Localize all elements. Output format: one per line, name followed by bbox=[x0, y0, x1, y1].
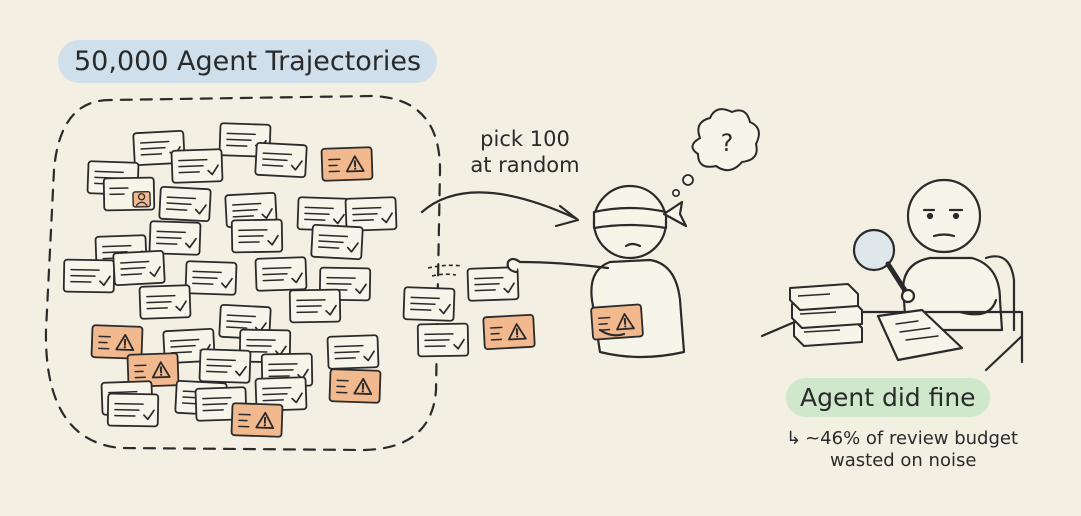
blindfold-knot bbox=[662, 200, 688, 228]
checkmark-icon bbox=[234, 365, 247, 377]
checkmark-icon bbox=[438, 303, 451, 315]
waste-note-line2: wasted on noise bbox=[830, 450, 977, 471]
trajectory-card bbox=[170, 148, 224, 184]
flagged-trajectory-card bbox=[230, 402, 284, 438]
reviewer-head bbox=[906, 178, 982, 254]
trajectory-card bbox=[230, 218, 284, 254]
thought-bubble: ? bbox=[671, 108, 760, 198]
trajectory-card-pile bbox=[62, 122, 398, 438]
sampling-label-line2: at random bbox=[470, 153, 580, 177]
sampling-label: pick 100 at random bbox=[460, 126, 590, 178]
reviewer-arm bbox=[958, 298, 998, 316]
checkmark-icon bbox=[194, 204, 207, 215]
checkmark-icon bbox=[381, 212, 393, 224]
trajectory-card bbox=[106, 392, 160, 428]
checkmark-icon bbox=[261, 208, 273, 220]
trajectory-card bbox=[344, 196, 398, 232]
waste-note-line1: ~46% of review budget bbox=[805, 428, 1019, 449]
checkmark-icon bbox=[363, 350, 375, 362]
trajectory-card bbox=[310, 223, 364, 261]
chair-back bbox=[984, 255, 1016, 332]
book-stack bbox=[789, 283, 863, 347]
trajectory-card bbox=[254, 141, 308, 179]
flagged-trajectory-card bbox=[90, 324, 144, 360]
checkmark-icon bbox=[453, 338, 465, 350]
trajectory-card bbox=[198, 348, 252, 384]
flagged-trajectory-card bbox=[328, 368, 382, 404]
reviewer-scene bbox=[760, 178, 1024, 372]
checkmark-icon bbox=[291, 272, 303, 284]
curved-arrow-icon: ↳ bbox=[786, 428, 802, 449]
trajectory-card bbox=[62, 258, 116, 294]
flagged-trajectory-card bbox=[320, 146, 374, 182]
question-mark: ? bbox=[721, 129, 734, 157]
checkmark-icon bbox=[99, 275, 111, 287]
checkmark-icon bbox=[149, 266, 161, 278]
trajectory-card bbox=[148, 220, 202, 256]
magnifying-glass-icon bbox=[852, 228, 916, 304]
checkmark-icon bbox=[346, 242, 359, 253]
checkmark-icon bbox=[503, 282, 515, 294]
picker-hand-holding bbox=[598, 328, 626, 337]
checkmark-icon bbox=[175, 300, 187, 312]
checkmark-icon bbox=[267, 234, 279, 246]
flagged-trajectory-card bbox=[590, 303, 644, 341]
sampling-arrow bbox=[420, 191, 577, 220]
checkmark-icon bbox=[143, 409, 155, 421]
checkmark-icon bbox=[291, 392, 303, 404]
trajectory-card bbox=[416, 322, 470, 358]
trajectory-card bbox=[296, 196, 350, 232]
user-icon bbox=[132, 190, 151, 208]
checkmark-icon bbox=[290, 160, 303, 171]
flagged-trajectory-card bbox=[482, 313, 536, 351]
trajectory-card bbox=[158, 185, 212, 223]
trajectory-card bbox=[288, 288, 342, 324]
review-paper bbox=[876, 308, 964, 362]
pool-title: 50,000 Agent Trajectories bbox=[58, 40, 438, 83]
trajectory-card bbox=[254, 376, 308, 412]
checkmark-icon bbox=[355, 283, 367, 295]
trajectory-card bbox=[326, 334, 380, 370]
picker-arm-reaching bbox=[518, 260, 610, 270]
result-label: Agent did fine bbox=[786, 378, 990, 417]
trajectory-card bbox=[402, 286, 456, 322]
sampling-label-line1: pick 100 bbox=[480, 127, 570, 151]
checkmark-icon bbox=[184, 237, 197, 249]
motion-line bbox=[427, 264, 463, 277]
user-trajectory-card bbox=[102, 176, 156, 212]
blindfold bbox=[592, 206, 668, 230]
trajectory-card bbox=[112, 249, 166, 287]
flagged-trajectory-card bbox=[126, 352, 180, 388]
checkmark-icon bbox=[332, 213, 345, 225]
checkmark-icon bbox=[220, 277, 233, 289]
sampled-card-pile bbox=[402, 266, 536, 358]
checkmark-icon bbox=[325, 304, 337, 316]
trajectory-card bbox=[184, 260, 238, 296]
waste-note: ↳~46% of review budget wasted on noise bbox=[786, 428, 1018, 472]
trajectory-card bbox=[224, 191, 278, 229]
trajectory-card bbox=[138, 284, 192, 320]
sampling-arrowhead bbox=[554, 204, 580, 228]
held-flagged-card bbox=[590, 303, 644, 341]
checkmark-icon bbox=[207, 164, 219, 176]
trajectory-card bbox=[466, 266, 520, 302]
trajectory-pool-boundary bbox=[44, 94, 442, 452]
trajectory-card bbox=[254, 256, 308, 292]
